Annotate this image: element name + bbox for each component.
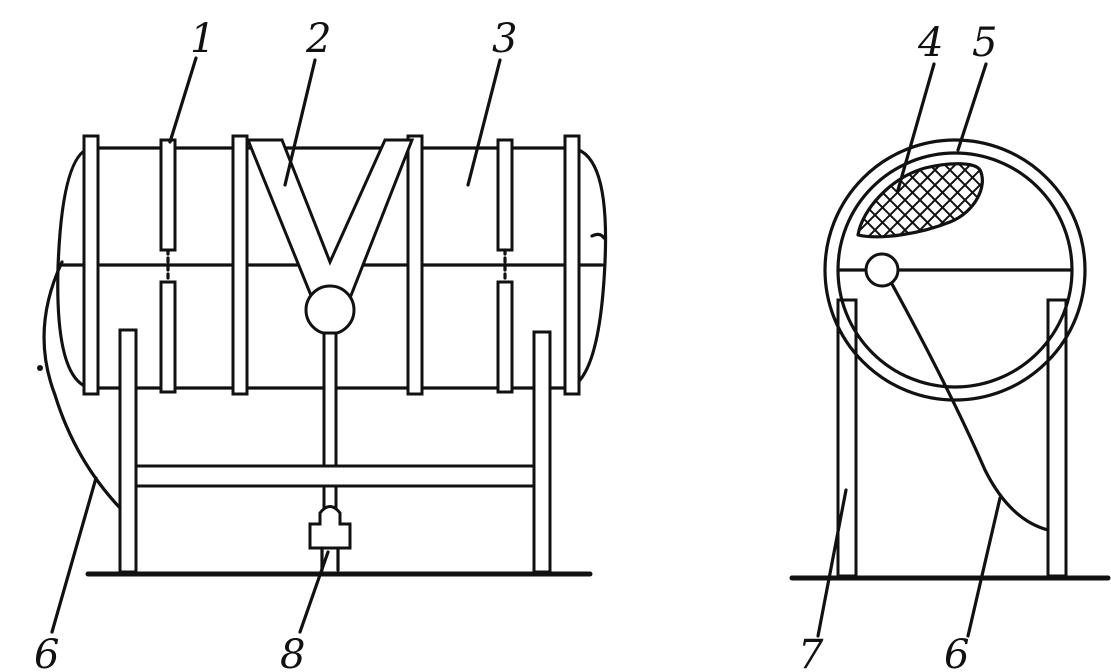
label-5: 5 bbox=[972, 20, 997, 66]
label-7: 7 bbox=[798, 632, 824, 672]
end-view: 4 5 7 6 bbox=[789, 20, 1111, 672]
leader-6-left bbox=[50, 476, 98, 634]
stand-crossbar bbox=[134, 464, 536, 488]
label-6-left: 6 bbox=[34, 632, 59, 672]
flange-band bbox=[406, 134, 424, 396]
stand-leg-end bbox=[1046, 298, 1068, 578]
ink-dot bbox=[37, 365, 43, 371]
clamp-lower bbox=[159, 280, 177, 394]
leader-3 bbox=[466, 58, 502, 187]
stand-leg bbox=[532, 330, 552, 574]
leader-6-right bbox=[966, 496, 1002, 638]
outer-ring bbox=[823, 138, 1087, 402]
ball-joint bbox=[304, 284, 356, 336]
leader-2 bbox=[283, 58, 317, 187]
leader-1 bbox=[168, 56, 198, 144]
label-3: 3 bbox=[492, 16, 517, 62]
side-view: 1 2 3 6 8 bbox=[34, 16, 608, 672]
label-4: 4 bbox=[917, 20, 943, 66]
y-strap bbox=[245, 138, 415, 300]
clamp-upper bbox=[159, 138, 177, 252]
inner-ring bbox=[836, 151, 1074, 389]
flange-band bbox=[82, 134, 100, 396]
leader-8 bbox=[298, 550, 330, 634]
clamp-upper bbox=[496, 138, 514, 252]
axle-hub bbox=[864, 252, 900, 288]
flange-band bbox=[563, 134, 581, 396]
hatched-sample-outline bbox=[856, 162, 984, 239]
label-2: 2 bbox=[305, 16, 331, 62]
flange-band bbox=[231, 134, 249, 396]
label-8: 8 bbox=[280, 632, 305, 672]
label-6-right: 6 bbox=[944, 632, 969, 672]
cable-right bbox=[890, 282, 1050, 532]
stand-leg bbox=[118, 328, 138, 574]
clamp-lower bbox=[496, 280, 514, 394]
leader-4 bbox=[896, 62, 936, 192]
load-weight bbox=[308, 505, 352, 550]
leader-5 bbox=[956, 62, 988, 152]
label-1: 1 bbox=[190, 16, 215, 62]
leader-7 bbox=[816, 488, 848, 638]
drum-nub bbox=[590, 232, 606, 240]
